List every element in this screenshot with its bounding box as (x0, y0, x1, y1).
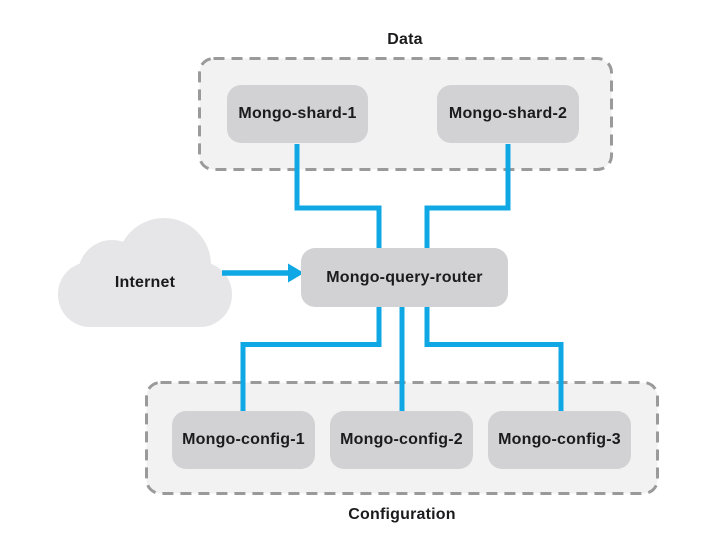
node-mongo-config-3-label: Mongo-config-3 (498, 431, 621, 448)
data-group-label: Data (387, 31, 423, 48)
node-mongo-query-router: Mongo-query-router (301, 248, 508, 307)
node-mongo-shard-2-label: Mongo-shard-2 (448, 105, 568, 122)
node-mongo-shard-1: Mongo-shard-1 (227, 85, 368, 143)
node-mongo-config-2: Mongo-config-2 (330, 411, 473, 469)
internet-label: Internet (114, 274, 176, 291)
connector-router-config3 (424, 306, 564, 413)
cloud-body (58, 262, 232, 327)
connector-shard2-router (424, 144, 511, 250)
node-mongo-config-1: Mongo-config-1 (172, 411, 315, 469)
arrowhead-icon (288, 263, 304, 283)
internet-cloud (58, 218, 232, 327)
connector-shard1-router (294, 144, 382, 250)
node-mongo-shard-2: Mongo-shard-2 (437, 85, 579, 143)
connector-router-config1 (240, 306, 382, 413)
config-group-label: Configuration (348, 506, 456, 523)
node-mongo-config-2-label: Mongo-config-2 (340, 431, 463, 448)
node-mongo-shard-1-label: Mongo-shard-1 (238, 105, 357, 122)
node-mongo-query-router-label: Mongo-query-router (326, 268, 483, 286)
node-mongo-config-3: Mongo-config-3 (488, 411, 631, 469)
node-mongo-config-1-label: Mongo-config-1 (182, 431, 305, 448)
internet-to-router-arrow (222, 263, 304, 283)
